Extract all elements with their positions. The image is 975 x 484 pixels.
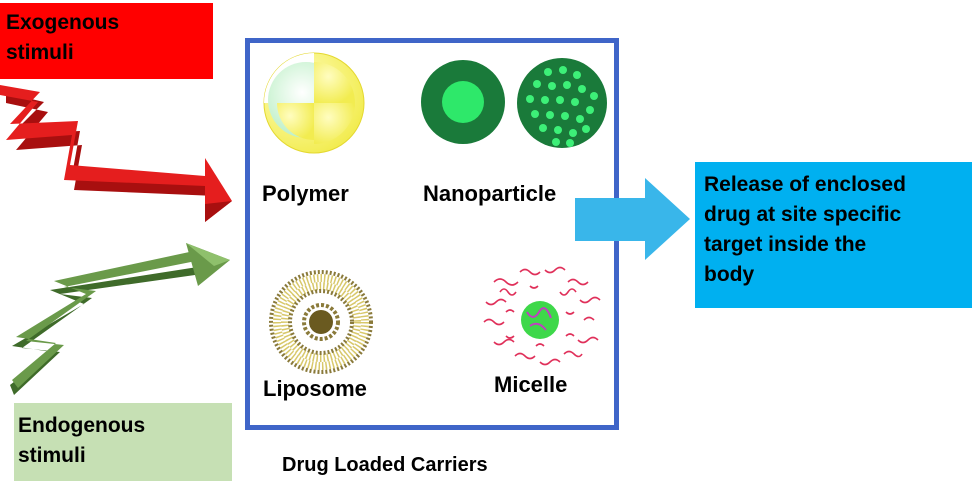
release-line1: Release of enclosed	[704, 173, 906, 196]
micelle-icon	[483, 266, 601, 366]
micelle-label: Micelle	[494, 372, 568, 397]
endogenous-label-line1: Endogenous	[18, 414, 146, 437]
exogenous-arrow	[0, 85, 232, 222]
exogenous-stimuli-box	[0, 3, 213, 79]
release-box	[695, 162, 972, 308]
endogenous-stimuli-label: Endogenous stimuli	[18, 411, 145, 471]
release-label: Release of enclosed drug at site specifi…	[704, 170, 969, 290]
release-line3: target inside the	[704, 233, 867, 256]
endogenous-arrow	[10, 243, 230, 395]
micelle-core-drug	[526, 307, 552, 331]
polymer-label: Polymer	[262, 181, 349, 206]
release-line4: body	[704, 263, 755, 286]
nanoparticle-icon	[421, 58, 607, 148]
liposome-label: Liposome	[263, 376, 367, 401]
endogenous-stimuli-box	[14, 403, 232, 481]
release-arrow	[575, 178, 690, 260]
nanoparticle-label: Nanoparticle	[423, 181, 557, 206]
endogenous-label-line2: stimuli	[18, 444, 86, 467]
exogenous-stimuli-label: Exogenous stimuli	[6, 8, 119, 68]
exogenous-label-line2: stimuli	[6, 41, 74, 64]
release-line2: drug at site specific	[704, 203, 902, 226]
carriers-caption: Drug Loaded Carriers	[282, 454, 488, 476]
liposome-icon	[269, 270, 373, 374]
micelle-core	[521, 301, 559, 339]
exogenous-label-line1: Exogenous	[6, 11, 120, 34]
polymer-icon	[263, 52, 365, 154]
